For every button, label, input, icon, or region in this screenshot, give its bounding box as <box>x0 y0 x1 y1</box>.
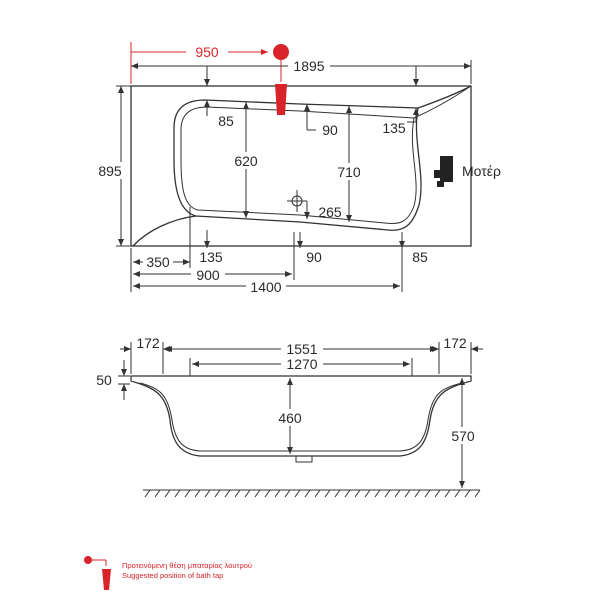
inner-depth-label: 460 <box>278 410 302 426</box>
rim-right-label: 172 <box>443 335 467 351</box>
inner-top-right-label: 135 <box>382 120 406 136</box>
legend-spout-icon <box>102 569 111 590</box>
tap-offset-label: 950 <box>195 44 219 60</box>
bottom-length-label: 1270 <box>286 356 317 372</box>
depth-right-label: 710 <box>337 164 361 180</box>
tub-side-profile <box>130 375 472 457</box>
drain-outlet <box>295 456 313 463</box>
inner-top-mid-label: 90 <box>322 122 338 138</box>
legend: Προτεινόμενη θέση μπαταρίας λουτρού Sugg… <box>84 556 252 590</box>
rim-left-label: 172 <box>136 335 160 351</box>
tub-inner-rim <box>180 87 469 224</box>
depth-left-label: 620 <box>234 153 258 169</box>
drain-icon <box>287 190 307 212</box>
bottom-135-label: 135 <box>199 249 223 265</box>
overall-width-label: 895 <box>98 163 122 179</box>
bottom-90-label: 90 <box>306 249 322 265</box>
legend-text-english: Suggested position of bath tap <box>122 571 223 580</box>
legend-text-greek: Προτεινόμενη θέση μπαταρίας λουτρού <box>122 561 252 570</box>
bottom-85-label: 85 <box>412 249 428 265</box>
top-view: 950 1895 85 90 135 895 620 710 <box>96 42 501 295</box>
inner-top-left-label: 85 <box>218 113 234 129</box>
tap-spout-icon <box>275 84 287 115</box>
side-view: 172 1551 172 1270 50 460 570 <box>96 335 483 498</box>
motor-icon <box>434 156 453 187</box>
top-length-label: 1551 <box>286 341 317 357</box>
tub-side-inner <box>139 382 463 452</box>
bottom-900-label: 900 <box>196 267 220 283</box>
drain-offset-label: 265 <box>318 204 342 220</box>
tub-inner-basin <box>132 85 472 247</box>
tap-position-marker <box>273 44 289 60</box>
overall-length-label: 1895 <box>293 58 324 74</box>
bottom-350-label: 350 <box>146 254 170 270</box>
rim-height-label: 50 <box>96 372 112 388</box>
motor-label: Μοτέρ <box>462 163 501 179</box>
total-height-label: 570 <box>451 428 475 444</box>
bottom-1400-label: 1400 <box>250 279 281 295</box>
